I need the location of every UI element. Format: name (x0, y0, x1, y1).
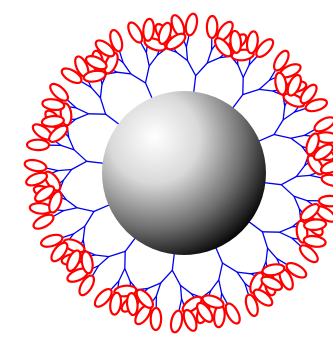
dendron-branch (146, 66, 150, 83)
dendron-branch (74, 226, 85, 234)
terminal-group (207, 16, 218, 38)
dendron-branch (99, 257, 109, 266)
terminal-group (31, 212, 55, 232)
dendron-branch (280, 232, 292, 238)
dendron-branch (85, 212, 94, 227)
dendron-branch (63, 170, 71, 181)
dendron-branch (237, 272, 245, 283)
dendron-branch (149, 55, 157, 66)
dendron-branch (310, 175, 321, 177)
terminal-group (169, 310, 184, 334)
dendron-branch (274, 120, 283, 135)
dendron-branch (223, 263, 238, 272)
dendron-branch (243, 65, 249, 77)
terminal-group (223, 301, 243, 325)
terminal-group (27, 139, 49, 150)
dendron-branch (74, 150, 87, 162)
dendron-branch (123, 63, 131, 74)
dendron-branch (281, 177, 296, 185)
dendron-branch (296, 175, 310, 176)
dendron-branch (274, 135, 291, 139)
dendron-branch (283, 106, 285, 120)
terminal-group (150, 308, 161, 330)
dendron-branch (196, 63, 208, 76)
dendron-branch (291, 138, 302, 146)
dendron-branch (83, 226, 85, 240)
dendron-branch (131, 74, 146, 83)
dendron-branch (237, 272, 251, 274)
dendron-branch (117, 72, 131, 74)
dendron-branch (100, 98, 105, 114)
dendron-branch (161, 270, 173, 283)
terminal-group (125, 20, 145, 44)
dendron-branch (58, 170, 72, 171)
dendron-branch (186, 36, 188, 47)
dendron-branch (219, 263, 223, 280)
nanoparticle-core (102, 91, 266, 255)
dendron-branch (119, 269, 125, 281)
dendron-branch (259, 89, 273, 91)
dendron-branch (186, 47, 187, 61)
dendron-branch (76, 108, 88, 114)
dendron-branch (238, 65, 243, 78)
dendron-branch (266, 248, 268, 262)
dendron-branch (125, 269, 130, 282)
dendron-branch (243, 89, 259, 94)
dendron-branch (172, 270, 180, 285)
terminal-group (24, 170, 48, 188)
dendron-branch (259, 80, 269, 89)
terminal-group (312, 114, 333, 134)
dendron-branch (146, 53, 149, 66)
dendron-branch (77, 208, 94, 212)
dendron-branch (280, 227, 293, 232)
dendron-branch (109, 251, 125, 256)
dendron-branch (281, 185, 294, 197)
terminal-group (184, 13, 199, 37)
dendron-branch (211, 280, 219, 291)
terminal-group (321, 173, 333, 188)
dendron-branch (291, 135, 304, 138)
dendron-branch (47, 168, 58, 170)
dendron-branch (268, 248, 277, 258)
dendron-branch (100, 84, 102, 98)
dendron-branch (76, 114, 89, 119)
dendron-branch (283, 112, 294, 120)
dendron-branch (219, 280, 222, 293)
dendron-branch (181, 285, 192, 293)
terminal-group (24, 158, 48, 173)
terminal-group (319, 196, 333, 207)
dendron-branch (296, 166, 304, 177)
dendron-branch (66, 200, 77, 208)
dendron-branch (177, 52, 188, 60)
dendron-branch (91, 88, 100, 98)
dendron-branch (95, 255, 109, 257)
dendron-branch (188, 61, 196, 76)
dendron-branch (64, 208, 77, 211)
dendron-branch (262, 232, 267, 248)
dendron-branch (181, 285, 182, 299)
dendron-branch (179, 299, 181, 310)
dendron-branch (72, 161, 87, 169)
terminal-group (181, 308, 199, 332)
